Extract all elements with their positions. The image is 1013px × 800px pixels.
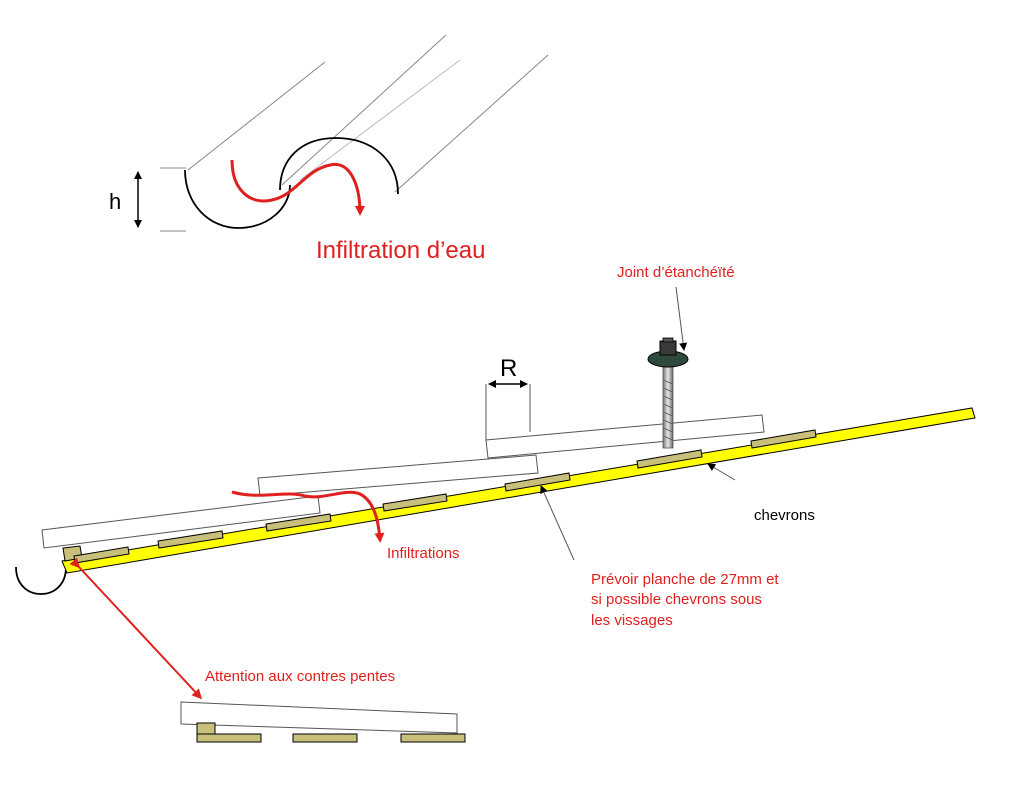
counter-slope-sheet <box>180 701 458 734</box>
corrugation-detail <box>134 34 549 232</box>
battens <box>62 429 817 564</box>
rafters-label: chevrons <box>754 507 815 524</box>
seal-joint-label: Joint d’étanchéïté <box>617 264 735 281</box>
roof-sheet-middle <box>257 454 539 497</box>
water-infiltration-label: Infiltration d’eau <box>316 237 485 264</box>
board-note-line-2: si possible chevrons sous <box>591 591 762 608</box>
counter-slope-detail <box>180 701 466 743</box>
counter-slope-warning-label: Attention aux contres pentes <box>205 668 395 685</box>
board-note-line-1: Prévoir planche de 27mm et <box>591 571 779 588</box>
board-note-line-3: les vissages <box>591 612 673 629</box>
screw-icon <box>647 337 689 449</box>
board-pointer-line <box>540 485 575 561</box>
seal-pointer-line <box>675 286 688 351</box>
overlap-symbol-label: R <box>500 355 517 382</box>
rafter-pointer-line <box>707 463 736 481</box>
rafter-beam <box>61 407 976 574</box>
infiltration-arrow <box>231 490 385 543</box>
gutter <box>15 566 67 595</box>
roof-sheets <box>41 414 765 549</box>
roof-sheet-lower <box>41 495 321 549</box>
height-symbol-label: h <box>109 189 121 214</box>
counter-slope-arrow <box>69 557 203 700</box>
water-path-arrow <box>230 159 365 216</box>
infiltrations-label: Infiltrations <box>387 545 460 562</box>
